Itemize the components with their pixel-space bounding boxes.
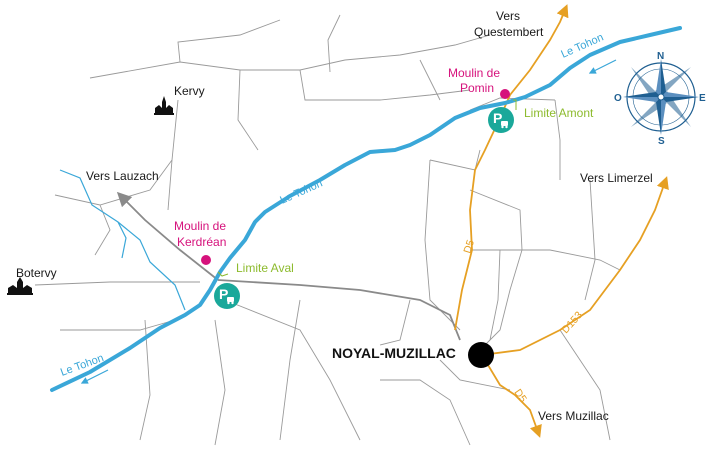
- compass-east: E: [699, 93, 706, 104]
- label-limite-aval: Limite Aval: [236, 261, 294, 275]
- label-moulin-pomin-2: Pomin: [460, 81, 494, 95]
- streams: [59, 169, 186, 311]
- church-icon: [154, 96, 174, 115]
- town-marker-noyal-muzillac: [468, 342, 494, 368]
- label-town-noyal-muzillac: NOYAL-MUZILLAC: [332, 345, 456, 361]
- road-to-lauzach: [116, 191, 219, 281]
- mill-labels: Moulin de Pomin Moulin de Kerdréan: [174, 66, 510, 265]
- mill-marker-kerdrean: [201, 255, 211, 265]
- river-labels: Le Tohon Le Tohon Le Tohon: [59, 31, 605, 378]
- label-moulin-kerdrean-2: Kerdréan: [177, 235, 226, 249]
- compass-west: O: [614, 93, 622, 104]
- church-icon: [7, 277, 33, 295]
- svg-text:P: P: [493, 110, 502, 126]
- label-moulin-kerdrean-1: Moulin de: [174, 219, 226, 233]
- label-botervy: Botervy: [16, 266, 57, 280]
- limit-bracket-downstream: [217, 271, 229, 277]
- label-limite-amont: Limite Amont: [524, 106, 594, 120]
- flow-arrow-top: [588, 59, 617, 74]
- label-vers-lauzach: Vers Lauzach: [86, 169, 159, 183]
- label-le-tohon-top: Le Tohon: [559, 31, 605, 60]
- minor-roads: [34, 14, 621, 446]
- svg-text:P: P: [219, 286, 228, 302]
- river-flow-arrows: [80, 59, 617, 384]
- label-kervy: Kervy: [174, 84, 205, 98]
- limit-bracket-upstream: [513, 99, 517, 110]
- label-d153: D153: [559, 309, 585, 336]
- flow-arrow-bottom: [80, 369, 109, 384]
- label-le-tohon-middle: Le Tohon: [278, 177, 324, 206]
- road-d153: [481, 176, 669, 356]
- parking-icon: P: [214, 283, 240, 309]
- road-d5-north: [454, 4, 569, 331]
- limit-labels: Limite Amont Limite Aval: [217, 99, 594, 277]
- label-vers-muzillac: Vers Muzillac: [538, 409, 609, 423]
- parking-icon: P: [488, 107, 514, 133]
- label-moulin-pomin-1: Moulin de: [448, 66, 500, 80]
- label-vers-questembert-2: Questembert: [474, 25, 544, 39]
- primary-roads: [454, 4, 669, 438]
- label-d5-north: D5: [461, 238, 477, 255]
- road-labels: D5 D153 D5: [461, 238, 585, 405]
- compass-rose-icon: N S E O: [614, 51, 706, 147]
- label-vers-limerzel: Vers Limerzel: [580, 171, 653, 185]
- secondary-roads: [116, 191, 461, 341]
- compass-south: S: [658, 136, 665, 147]
- place-labels: Vers Questembert Kervy Vers Lauzach Vers…: [16, 9, 653, 423]
- label-d5-south: D5: [512, 387, 530, 405]
- label-vers-questembert-1: Vers: [496, 9, 520, 23]
- compass-north: N: [657, 51, 664, 62]
- road-d5-south: [481, 354, 542, 438]
- river-tohon: [50, 26, 682, 392]
- mill-marker-pomin: [500, 89, 510, 99]
